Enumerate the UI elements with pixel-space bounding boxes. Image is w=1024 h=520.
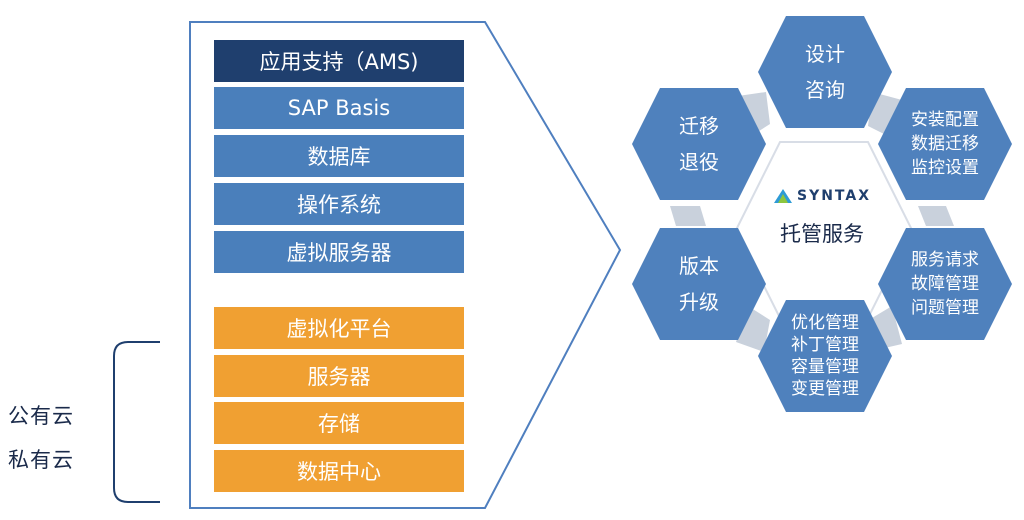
hex-upgrade-text: 版本 升级 [632, 248, 766, 320]
hex-design-text: 设计 咨询 [758, 36, 892, 108]
stack-item-storage: 存储 [214, 402, 464, 444]
label-private-cloud: 私有云 [8, 448, 74, 472]
hex-design-line: 咨询 [805, 78, 845, 102]
hex-optimize-line: 优化管理 [791, 313, 859, 333]
hex-service [878, 228, 1012, 340]
hex-migrate-text: 迁移 退役 [632, 108, 766, 180]
hex-design [758, 16, 892, 128]
hex-optimize-line: 变更管理 [791, 379, 859, 399]
hex-optimize [758, 300, 892, 412]
hex-service-line: 服务请求 [911, 250, 979, 270]
stack-item-sap-basis: SAP Basis [214, 87, 464, 129]
hex-install-line: 监控设置 [911, 158, 979, 178]
hex-service-text: 服务请求 故障管理 问题管理 [878, 248, 1012, 320]
hex-migrate-line: 退役 [679, 150, 719, 174]
hex-upgrade-line: 版本 [679, 254, 719, 278]
stack-item-ams: 应用支持（AMS) [214, 40, 464, 82]
label-public-cloud: 公有云 [8, 404, 74, 428]
hex-install-line: 安装配置 [911, 110, 979, 130]
stack-item-virtualization: 虚拟化平台 [214, 307, 464, 349]
hex-service-line: 问题管理 [911, 298, 979, 318]
syntax-logo-text: SYNTAX [796, 188, 872, 204]
hex-migrate [632, 88, 766, 200]
stack-item-server: 服务器 [214, 355, 464, 397]
connector-install-service [918, 206, 954, 226]
hex-migrate-line: 迁移 [679, 114, 719, 138]
hex-install [878, 88, 1012, 200]
stack-item-database: 数据库 [214, 135, 464, 177]
stack-item-os: 操作系统 [214, 183, 464, 225]
hex-install-line: 数据迁移 [911, 134, 979, 154]
connector-upgrade-migrate [670, 206, 706, 226]
syntax-logo-icon [773, 189, 792, 203]
stack-item-datacenter: 数据中心 [214, 450, 464, 492]
hex-optimize-line: 容量管理 [791, 357, 859, 377]
hex-install-text: 安装配置 数据迁移 监控设置 [878, 108, 1012, 180]
cloud-bracket [113, 341, 160, 503]
hex-upgrade-line: 升级 [679, 290, 719, 314]
syntax-logo: SYNTAX [773, 188, 871, 204]
hex-optimize-text: 优化管理 补丁管理 容量管理 变更管理 [758, 308, 892, 404]
stack-item-virtual-server: 虚拟服务器 [214, 231, 464, 273]
hex-optimize-line: 补丁管理 [791, 335, 859, 355]
hex-upgrade [632, 228, 766, 340]
center-title: 托管服务 [780, 222, 864, 246]
center-content: SYNTAX 托管服务 [752, 188, 892, 248]
hex-design-line: 设计 [805, 42, 845, 66]
hex-service-line: 故障管理 [911, 274, 979, 294]
